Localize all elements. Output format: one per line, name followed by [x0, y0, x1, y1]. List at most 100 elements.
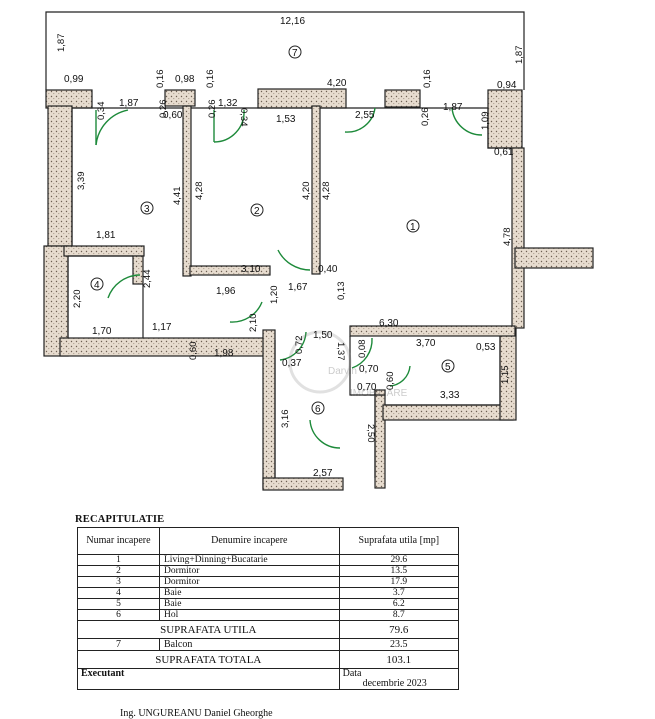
dim-label: 3,10	[241, 264, 261, 275]
date-cell: Data decembrie 2023	[338, 668, 460, 690]
dim-label: 0,13	[336, 282, 347, 301]
header-num: Numar incapere	[77, 527, 160, 555]
room-number-2: 2	[254, 206, 260, 217]
dim-label: 1,50	[313, 330, 333, 341]
dim-label: 1,96	[216, 286, 236, 297]
dim-label: 0,60	[385, 372, 396, 391]
balcony-row: 7 Balcon 23.5	[77, 638, 460, 651]
room-number-4: 4	[94, 280, 100, 291]
row-num: 4	[77, 587, 160, 599]
dim-label: 1,09	[480, 112, 491, 131]
dim-label: 1,98	[214, 348, 234, 359]
dim-label: 4,20	[301, 182, 312, 201]
dim-label: 4,20	[327, 78, 347, 89]
svg-text:IMOBILIARE: IMOBILIARE	[350, 388, 408, 399]
usable-area-label: SUPRAFATA UTILA	[77, 620, 340, 639]
row-num: 5	[77, 598, 160, 610]
row-name: Dormitor	[159, 565, 340, 577]
table-row: 5 Baie 6.2	[77, 598, 460, 610]
dim-label: 2,50	[365, 424, 376, 443]
header-name: Denumire incapere	[159, 527, 340, 555]
balcony-outline	[45, 11, 525, 90]
dim-label: 0,72	[294, 336, 305, 355]
dim-label: 0,26	[207, 100, 218, 119]
row-num: 2	[77, 565, 160, 577]
dim-label: 12,16	[280, 16, 305, 27]
dim-label: 1,70	[92, 326, 112, 337]
row-area: 3.7	[338, 587, 460, 599]
dim-label: 1,17	[152, 322, 172, 333]
dim-label: 1,20	[269, 286, 280, 305]
dim-label: 0,37	[282, 358, 302, 369]
row-name: Balcon	[159, 638, 340, 651]
dim-label: 4,41	[172, 187, 183, 206]
room-outlines	[67, 107, 512, 478]
dim-label: 0,60	[188, 342, 199, 361]
dim-label: 4,28	[321, 182, 332, 201]
table-row: 6 Hol 8.7	[77, 609, 460, 621]
row-name: Hol	[159, 609, 340, 621]
dim-label: 0,26	[158, 100, 169, 119]
total-area-row: SUPRAFATA TOTALA 103.1	[77, 650, 460, 669]
summary-table: Numar incapere Denumire incapere Suprafa…	[77, 527, 460, 690]
dim-label: 0,70	[359, 364, 379, 375]
dim-label: 2,10	[248, 314, 259, 333]
room-number-1: 1	[410, 222, 416, 233]
room-number-3: 3	[144, 204, 150, 215]
walls	[43, 88, 594, 491]
table-title: RECAPITULATIE	[75, 514, 165, 525]
executant-label: Executant	[77, 668, 340, 690]
row-name: Baie	[159, 598, 340, 610]
dim-label: 1,53	[276, 114, 296, 125]
usable-area-row: SUPRAFATA UTILA 79.6	[77, 620, 460, 639]
svg-text:Darvin: Darvin	[328, 366, 357, 377]
dim-label: 0,08	[357, 340, 368, 359]
date-label: Data	[342, 668, 362, 679]
dim-label: 0,53	[476, 342, 496, 353]
row-area: 29.6	[338, 554, 460, 566]
dim-label: 0,16	[155, 70, 166, 89]
row-num: 7	[77, 638, 160, 651]
dim-label: 1,32	[218, 98, 238, 109]
dim-label: 0,61	[494, 147, 514, 158]
footer-row: Executant Data decembrie 2023	[77, 668, 460, 690]
total-area-label: SUPRAFATA TOTALA	[77, 650, 340, 669]
row-area: 8.7	[338, 609, 460, 621]
dim-label: 1,67	[288, 282, 308, 293]
dim-label: 2,55	[355, 110, 375, 121]
floor-plan: Darvin IMOBILIARE 1 2 3 4 5 6 7 12,16 1,…	[43, 11, 594, 491]
dim-label: 3,16	[280, 410, 291, 429]
room-number-7: 7	[292, 48, 298, 59]
dim-label: 1,87	[443, 102, 463, 113]
dim-label: 6,30	[379, 318, 399, 329]
table-header-row: Numar incapere Denumire incapere Suprafa…	[77, 527, 460, 555]
dim-label: 0,34	[238, 108, 249, 127]
row-name: Baie	[159, 587, 340, 599]
dim-label: 4,28	[194, 182, 205, 201]
dim-label: 3,33	[440, 390, 460, 401]
row-num: 3	[77, 576, 160, 588]
dim-label: 1,37	[335, 342, 346, 361]
dim-label: 0,40	[318, 264, 338, 275]
dim-label: 0,16	[422, 70, 433, 89]
dimension-labels: 12,16 1,87 1,87 0,99 0,16 0,98 0,16 4,20…	[56, 16, 525, 479]
dim-label: 0,70	[357, 382, 377, 393]
dim-label: 0,34	[96, 102, 107, 121]
total-area-value: 103.1	[338, 650, 460, 669]
table-row: 2 Dormitor 13.5	[77, 565, 460, 577]
dim-label: 4,78	[502, 228, 513, 247]
row-area: 6.2	[338, 598, 460, 610]
row-area: 17.9	[338, 576, 460, 588]
dim-label: 1,81	[96, 230, 116, 241]
dim-label: 3,39	[76, 172, 87, 191]
dim-label: 1,87	[514, 46, 525, 65]
table-row: 3 Dormitor 17.9	[77, 576, 460, 588]
room-number-5: 5	[445, 362, 451, 373]
room-numbers: 1 2 3 4 5 6 7	[90, 45, 455, 415]
row-num: 6	[77, 609, 160, 621]
dim-label: 0,26	[420, 108, 431, 127]
dim-label: 1,87	[56, 34, 67, 53]
table-row: 4 Baie 3.7	[77, 587, 460, 599]
row-num: 1	[77, 554, 160, 566]
dim-label: 2,20	[72, 290, 83, 309]
